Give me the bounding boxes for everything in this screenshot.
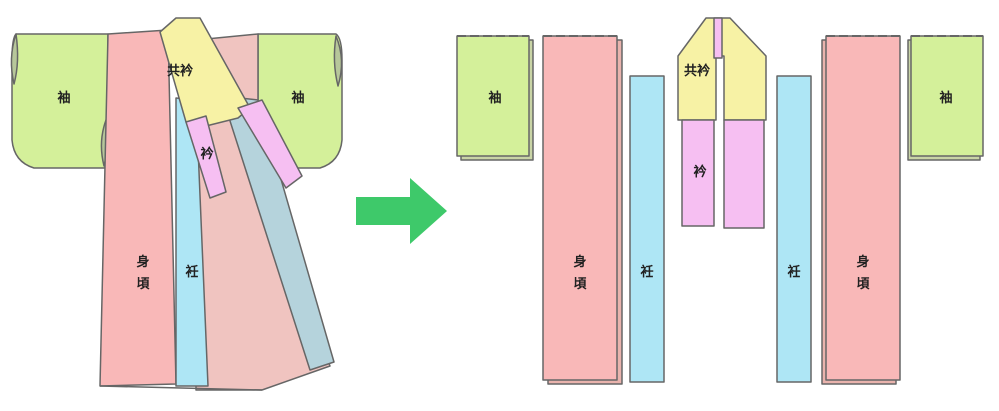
label-body-line2: 頃 (136, 277, 150, 292)
left-sleeve (10, 33, 109, 169)
eri-collar-right (237, 99, 303, 189)
label-piece-eri: 衿 (693, 164, 706, 180)
label-piece-gusset-right: 衽 (786, 264, 800, 280)
label-piece-body-right-line2: 頃 (856, 277, 870, 292)
piece-body-right (821, 35, 901, 385)
piece-gusset-right (776, 75, 812, 383)
label-piece-tomoeri: 共衿 (684, 63, 710, 79)
label-piece-body-left-line1: 身 (573, 254, 586, 270)
hem-line (99, 385, 263, 391)
piece-gusset-left (629, 75, 665, 383)
disassembled-pieces: 袖 身 頃 衽 共衿 衿 衽 身 頃 袖 (456, 17, 984, 385)
back-gusset-strip (221, 95, 335, 371)
label-piece-gusset-left: 衽 (639, 264, 653, 280)
label-eri: 衿 (200, 146, 213, 162)
label-body-line1: 身 (136, 254, 149, 270)
label-piece-sleeve-right: 袖 (939, 90, 952, 106)
eri-collar-left (185, 115, 227, 199)
label-piece-sleeve-left: 袖 (488, 90, 501, 106)
label-sleeve-left: 袖 (57, 90, 70, 106)
front-body-panel (99, 29, 177, 387)
label-gusset: 衽 (184, 264, 198, 280)
piece-collar (677, 17, 767, 229)
piece-sleeve-left (456, 35, 534, 161)
label-piece-body-right-line1: 身 (856, 254, 869, 270)
label-sleeve-right: 袖 (291, 90, 304, 106)
right-arrow (356, 178, 447, 244)
piece-body-left (542, 35, 623, 385)
assembled-kimono: 袖 袖 共衿 衿 身 頃 衽 (10, 17, 343, 391)
label-tomoeri: 共衿 (167, 63, 193, 79)
piece-sleeve-right (907, 35, 984, 161)
label-piece-body-left-line2: 頃 (573, 277, 587, 292)
